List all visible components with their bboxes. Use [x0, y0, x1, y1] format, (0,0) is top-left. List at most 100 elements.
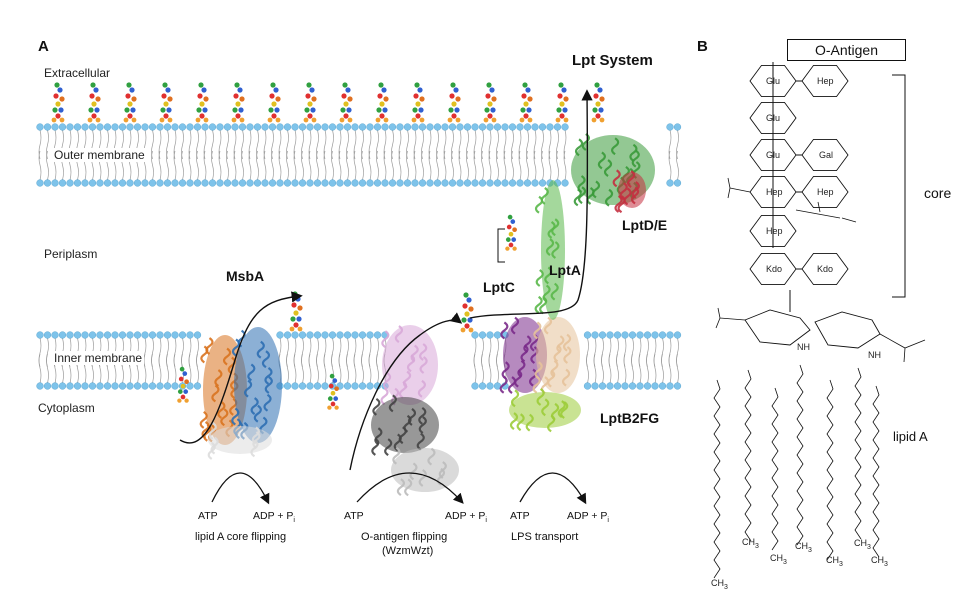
lps-outer-15	[591, 82, 605, 123]
wzm-tmd	[380, 325, 438, 406]
acyl-chain-2	[771, 387, 779, 551]
cycle3-atp: ATP	[510, 510, 530, 522]
panel-b-label: B	[697, 38, 708, 55]
nh-label-1: NH	[797, 342, 810, 352]
lps-outer-8	[339, 82, 353, 123]
phosphate-3	[715, 307, 746, 329]
ch3-5: CH3	[826, 555, 843, 568]
acyl-chain-5	[854, 367, 862, 540]
lps-inner-2	[460, 292, 474, 333]
acyl-chain-4	[826, 379, 834, 561]
lps-outer-12	[483, 82, 497, 123]
lptc-label: LptC	[483, 279, 515, 295]
phosphate-1	[727, 177, 751, 199]
msba-chain-blue	[231, 327, 282, 443]
lps-outer-11	[447, 82, 461, 123]
ch3-2: CH3	[742, 537, 759, 550]
ch3-6: CH3	[854, 538, 871, 551]
ch3-3: CH3	[770, 553, 787, 566]
acyl-chain-3	[796, 364, 804, 546]
lps-outer-14	[555, 82, 569, 123]
nh-label-2: NH	[868, 350, 881, 360]
lps-cyto-1	[177, 366, 189, 403]
lps-outer-3	[159, 82, 173, 123]
lpt-transport-arrow	[469, 89, 593, 319]
extracellular-label: Extracellular	[44, 66, 111, 80]
lipid-a-label: lipid A	[893, 429, 928, 444]
cycle1-adp: ADP + Pi	[253, 510, 295, 525]
cytoplasm-label: Cytoplasm	[38, 401, 95, 415]
lps-outer-2	[123, 82, 137, 123]
phosphate-4	[879, 333, 926, 363]
glcn-ring-1	[744, 309, 811, 346]
inner-membrane-label: Inner membrane	[52, 351, 145, 365]
lps-outer-1	[87, 82, 101, 123]
ch3-1: CH3	[711, 578, 728, 591]
atp-arc-1	[211, 472, 270, 505]
lpte	[612, 169, 646, 214]
msba-flip-arrow	[179, 291, 303, 444]
lps-chemical-structure	[713, 62, 926, 579]
lps-lpta-bound	[505, 214, 517, 251]
sugar-glu-3: Glu	[766, 150, 781, 160]
acyl-chain-6	[872, 385, 880, 558]
lps-outer-0	[51, 82, 65, 123]
lps-outer-10	[411, 82, 425, 123]
core-bracket	[892, 74, 906, 298]
lpt-system-label: Lpt System	[572, 52, 653, 69]
outer-membrane	[36, 123, 682, 187]
membranes	[36, 123, 682, 390]
lps-cyto-2	[327, 373, 339, 410]
atp-arc-2	[356, 472, 464, 504]
protein-structures	[199, 133, 655, 497]
lps-outer-7	[303, 82, 317, 123]
sugar-hep-1: Hep	[817, 76, 834, 86]
sugar-gal: Gal	[819, 150, 834, 160]
core-label: core	[924, 185, 952, 201]
cycle2-adp: ADP + Pi	[445, 510, 487, 525]
acyl-chain-1	[744, 369, 752, 542]
lptb2-green	[509, 388, 581, 433]
lps-outer-5	[231, 82, 245, 123]
sugar-glu-2: Glu	[766, 113, 781, 123]
o-antigen-box: O-Antigen	[787, 39, 906, 61]
msba-nbd	[207, 422, 272, 460]
cycle2-atp: ATP	[344, 510, 364, 522]
glcn-ring-2	[814, 311, 881, 349]
panel-a-label: A	[38, 38, 49, 55]
lptde-label: LptD/E	[622, 217, 668, 233]
lptg-tan	[532, 316, 580, 394]
lptb2fg-label: LptB2FG	[600, 410, 660, 426]
sugar-glu-1: Glu	[766, 76, 781, 86]
ch3-7: CH3	[871, 555, 888, 568]
cycle2-caption-sub: (WzmWzt)	[382, 545, 434, 557]
cycle3-caption: LPS transport	[511, 531, 579, 543]
sugar-kdo-1: Kdo	[766, 264, 783, 274]
inner-membrane	[36, 331, 682, 390]
lps-outer-4	[195, 82, 209, 123]
lpta-bridge	[534, 180, 565, 320]
msba-label: MsbA	[226, 268, 265, 284]
lps-outer-6	[267, 82, 281, 123]
cycle2-caption: O-antigen flipping	[361, 531, 448, 543]
wzt-nbd	[371, 394, 439, 457]
sugar-hep-3: Hep	[817, 187, 834, 197]
sugar-hep-4: Hep	[766, 226, 783, 236]
ch3-4: CH3	[795, 541, 812, 554]
wzm-flip-arrow	[349, 312, 463, 471]
acyl-chain-0	[713, 379, 721, 579]
periplasm-label: Periplasm	[44, 247, 98, 261]
wzt-cterm	[391, 446, 459, 497]
sugar-hep-2: Hep	[766, 187, 783, 197]
lps-molecules	[51, 82, 605, 410]
cycle1-caption: lipid A core flipping	[195, 531, 287, 543]
cycle1-atp: ATP	[198, 510, 218, 522]
lpta-label: LptA	[549, 262, 581, 278]
outer-membrane-label: Outer membrane	[52, 148, 147, 162]
phosphate-2	[795, 201, 857, 223]
lps-outer-9	[375, 82, 389, 123]
cycle3-adp: ADP + Pi	[567, 510, 609, 525]
sugar-ring-8	[749, 252, 797, 286]
